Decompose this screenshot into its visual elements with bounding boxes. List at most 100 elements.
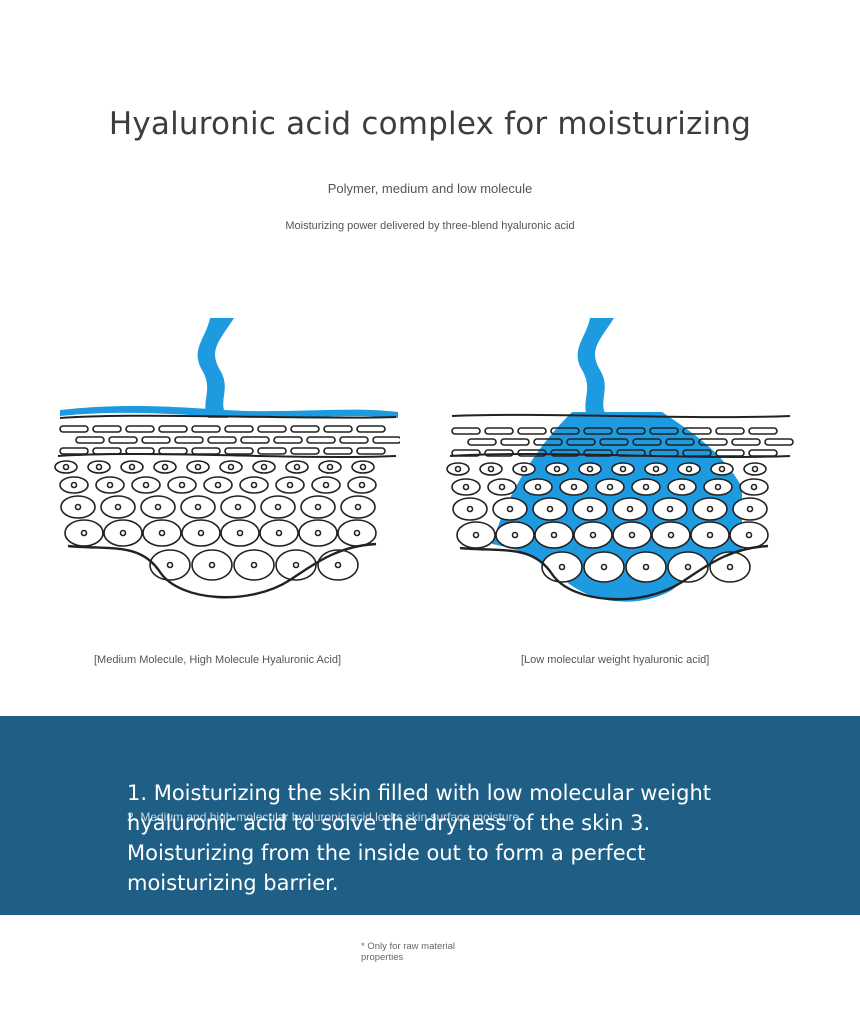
surface-cell — [451, 427, 481, 435]
skin-cell — [219, 460, 243, 474]
surface-cell — [372, 436, 400, 444]
cell-nucleus — [358, 481, 366, 489]
surface-cell — [59, 425, 89, 433]
cell-nucleus — [553, 465, 561, 473]
cell-nucleus — [275, 529, 283, 537]
cell-nucleus — [586, 465, 594, 473]
cell-nucleus — [746, 505, 754, 513]
skin-cell — [573, 521, 613, 549]
cell-nucleus — [194, 503, 202, 511]
cell-nucleus — [314, 529, 322, 537]
subtitle: Polymer, medium and low molecule — [327, 181, 533, 196]
skin-cell — [667, 478, 697, 496]
surface-cell — [764, 438, 794, 446]
cell-nucleus — [714, 483, 722, 491]
surface-cell — [616, 427, 646, 435]
skin-cell — [153, 460, 177, 474]
surface-cell — [682, 427, 712, 435]
skin-cell — [275, 476, 305, 494]
cell-nucleus — [487, 465, 495, 473]
skin-cell — [583, 551, 625, 583]
skin-cell — [677, 462, 701, 476]
skin-cell — [451, 478, 481, 496]
skin-cell — [703, 478, 733, 496]
skin-cell — [456, 521, 496, 549]
surface-cell — [356, 425, 386, 433]
surface-cell — [500, 438, 530, 446]
inner-cells — [446, 462, 769, 583]
skin-cell — [140, 495, 176, 519]
surface-cell — [273, 436, 303, 444]
skin-cell — [191, 549, 233, 581]
surface-cell — [451, 449, 481, 457]
cell-nucleus — [684, 563, 692, 571]
surface-cell — [59, 447, 89, 455]
surface-cell — [484, 449, 514, 457]
basal-layer — [459, 544, 769, 601]
surface-cell — [649, 449, 679, 457]
surface-cell — [290, 425, 320, 433]
skin-cell — [487, 478, 517, 496]
tagline: Moisturizing power delivered by three-bl… — [285, 220, 575, 232]
skin-cell — [120, 460, 144, 474]
skin-cell — [495, 521, 535, 549]
surface-cells — [451, 427, 794, 457]
skin-cell — [131, 476, 161, 494]
cell-nucleus — [652, 465, 660, 473]
cell-nucleus — [726, 563, 734, 571]
skin-cell — [54, 460, 78, 474]
surface-cell — [75, 436, 105, 444]
inner-cells — [54, 460, 377, 581]
cell-nucleus — [466, 505, 474, 513]
skin-cell — [181, 519, 221, 547]
cell-nucleus — [314, 503, 322, 511]
cell-nucleus — [128, 463, 136, 471]
cell-nucleus — [498, 483, 506, 491]
skin-cell — [167, 476, 197, 494]
surface-cell — [191, 425, 221, 433]
skin-cell — [709, 551, 751, 583]
skin-cell — [142, 519, 182, 547]
cell-nucleus — [114, 503, 122, 511]
cell-nucleus — [628, 531, 636, 539]
cell-nucleus — [667, 531, 675, 539]
surface-cell — [550, 449, 580, 457]
cell-nucleus — [586, 505, 594, 513]
skin-cell — [631, 478, 661, 496]
skin-cell — [317, 549, 359, 581]
cell-nucleus — [197, 529, 205, 537]
cell-nucleus — [161, 463, 169, 471]
cell-nucleus — [706, 531, 714, 539]
surface-cell — [141, 436, 171, 444]
cell-nucleus — [354, 503, 362, 511]
cell-nucleus — [534, 483, 542, 491]
skin-cell — [612, 497, 648, 521]
skin-cell — [275, 549, 317, 581]
cell-nucleus — [454, 465, 462, 473]
cell-nucleus — [511, 531, 519, 539]
cell-nucleus — [286, 481, 294, 489]
caption-right: [Low molecular weight hyaluronic acid] — [521, 654, 710, 666]
surface-cell — [257, 447, 287, 455]
cell-nucleus — [546, 505, 554, 513]
cell-nucleus — [642, 483, 650, 491]
caption-left: [Medium Molecule, High Molecule Hyaluron… — [94, 654, 341, 666]
cell-nucleus — [154, 503, 162, 511]
skin-cell — [337, 519, 377, 547]
surface-cell — [125, 447, 155, 455]
cell-nucleus — [750, 483, 758, 491]
skin-cell — [259, 519, 299, 547]
cell-nucleus — [236, 529, 244, 537]
skin-cell — [318, 460, 342, 474]
cell-nucleus — [208, 561, 216, 569]
surface-cell — [224, 447, 254, 455]
skin-cell — [523, 478, 553, 496]
basal-layer — [67, 542, 377, 599]
cell-nucleus — [158, 529, 166, 537]
cell-nucleus — [166, 561, 174, 569]
skin-cell — [739, 478, 769, 496]
surface-cell — [698, 438, 728, 446]
surface-cell — [583, 449, 613, 457]
cell-nucleus — [570, 483, 578, 491]
cell-nucleus — [142, 481, 150, 489]
